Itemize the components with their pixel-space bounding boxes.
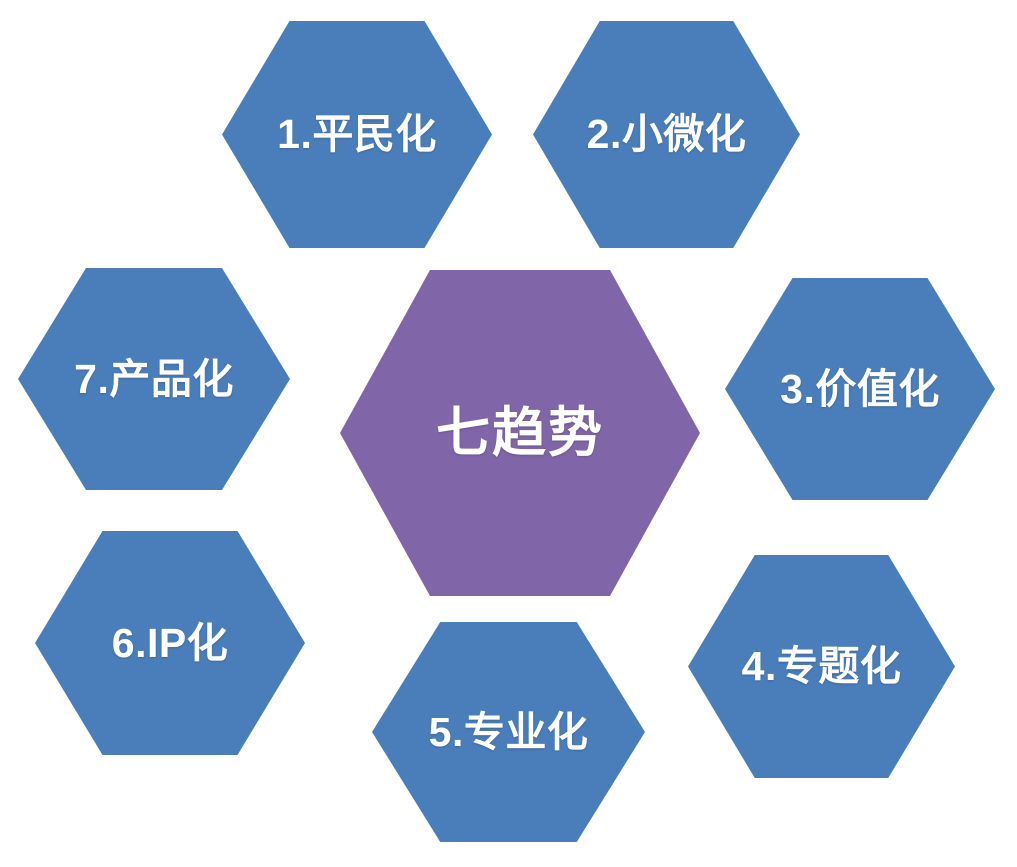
hexagon-polygon-3	[725, 278, 995, 500]
hexagon-node-2[interactable]: 2.小微化	[533, 21, 800, 248]
hexagon-node-6[interactable]: 6.IP化	[35, 531, 305, 755]
hexagon-shape-1	[222, 21, 492, 248]
hexagon-polygon-2	[533, 21, 800, 248]
hexagon-polygon-4	[688, 555, 955, 778]
hexagon-shape-2	[533, 21, 800, 248]
hexagon-polygon-7	[18, 268, 290, 490]
hexagon-polygon-6	[35, 531, 305, 755]
hexagon-polygon-center	[340, 270, 700, 596]
hexagon-node-1[interactable]: 1.平民化	[222, 21, 492, 248]
hexagon-polygon-1	[222, 21, 492, 248]
hexagon-shape-4	[688, 555, 955, 778]
hexagon-polygon-5	[372, 622, 645, 842]
hexagon-node-center[interactable]: 七趋势	[340, 270, 700, 596]
hexagon-shape-6	[35, 531, 305, 755]
hexagon-shape-3	[725, 278, 995, 500]
hexagon-shape-5	[372, 622, 645, 842]
hexagon-shape-center	[340, 270, 700, 596]
hexagon-node-7[interactable]: 7.产品化	[18, 268, 290, 490]
hexagon-node-4[interactable]: 4.专题化	[688, 555, 955, 778]
hexagon-node-3[interactable]: 3.价值化	[725, 278, 995, 500]
hexagon-node-5[interactable]: 5.专业化	[372, 622, 645, 842]
hexagon-shape-7	[18, 268, 290, 490]
